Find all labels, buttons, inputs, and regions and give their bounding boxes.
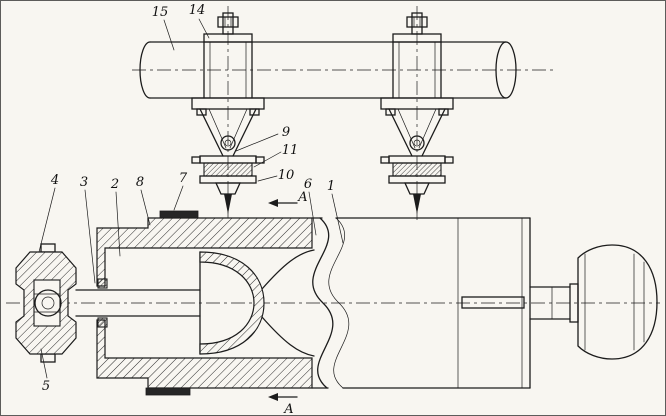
leader-line <box>331 193 344 244</box>
clamp-assembly-right <box>380 5 454 223</box>
section-mark-bottom: A <box>268 393 298 416</box>
callout-7: 7 <box>173 171 188 211</box>
housing-body <box>577 244 658 360</box>
balance-plate-top <box>159 210 199 219</box>
callout-label: 11 <box>282 143 299 158</box>
callout-label: 7 <box>179 171 188 186</box>
callout-5: 5 <box>40 348 50 394</box>
top-cross-tube <box>132 41 556 99</box>
break-line-1 <box>312 217 334 389</box>
shaft-dome-cup <box>199 251 265 355</box>
leader-line <box>173 185 184 211</box>
seal-bottom <box>97 317 108 328</box>
coupling-bearing-inner <box>41 296 55 310</box>
clamp-assembly-left <box>191 5 265 223</box>
callout-6: 6 <box>304 177 317 236</box>
balance-plate-bottom <box>145 387 191 396</box>
callout-11: 11 <box>253 143 299 168</box>
section-mark-top: A <box>268 190 308 207</box>
callout-9: 9 <box>235 125 290 152</box>
callout-label: 14 <box>189 3 206 18</box>
shaft-slot <box>461 296 525 309</box>
coupling-bore <box>33 279 61 327</box>
callout-label: 6 <box>304 177 312 192</box>
section-label-top: A <box>297 190 307 205</box>
front-coupling-section <box>15 243 77 363</box>
bell-flare-top <box>261 249 315 290</box>
break-line-2 <box>328 217 350 389</box>
callout-label: 3 <box>80 175 88 190</box>
leader-line <box>257 175 278 182</box>
leader-line <box>198 18 210 39</box>
callout-3: 3 <box>80 175 96 284</box>
sliding-sleeve-section <box>75 210 315 396</box>
callout-14: 14 <box>189 3 210 39</box>
callout-label: 10 <box>278 168 295 183</box>
bell-flare-bottom <box>261 316 315 357</box>
callout-label: 4 <box>50 173 59 188</box>
leader-line <box>140 189 151 226</box>
leader-line <box>235 133 279 152</box>
tube-left-end <box>139 41 151 99</box>
section-arrow-bottom <box>268 393 278 401</box>
leader-line <box>253 151 282 168</box>
leader-line <box>84 189 96 284</box>
leader-line <box>38 187 56 253</box>
callouts: 15 14 9 11 10 4 3 2 <box>38 3 344 394</box>
rear-joint-housing <box>577 244 658 360</box>
callout-label: 1 <box>327 179 335 194</box>
coupling-top-bolt <box>40 243 56 253</box>
coupling-bearing-outer <box>34 289 62 317</box>
leader-line <box>115 191 121 257</box>
seal-top <box>97 278 108 289</box>
callout-1: 1 <box>327 179 344 244</box>
callout-label: 2 <box>110 177 119 192</box>
callout-label: 9 <box>282 125 290 140</box>
callout-8: 8 <box>136 175 151 226</box>
callout-2: 2 <box>110 177 121 257</box>
section-arrow-top <box>268 199 278 207</box>
callout-label: 8 <box>136 175 144 190</box>
section-label-bottom: A <box>283 402 293 416</box>
leader-line <box>40 348 48 379</box>
tube-right-end <box>495 41 517 99</box>
callout-4: 4 <box>38 173 59 253</box>
leader-line <box>308 191 317 236</box>
callout-10: 10 <box>257 168 295 183</box>
callout-label: 5 <box>42 379 50 394</box>
leader-line <box>163 19 175 51</box>
callout-label: 15 <box>152 5 169 20</box>
callout-15: 15 <box>152 5 175 51</box>
